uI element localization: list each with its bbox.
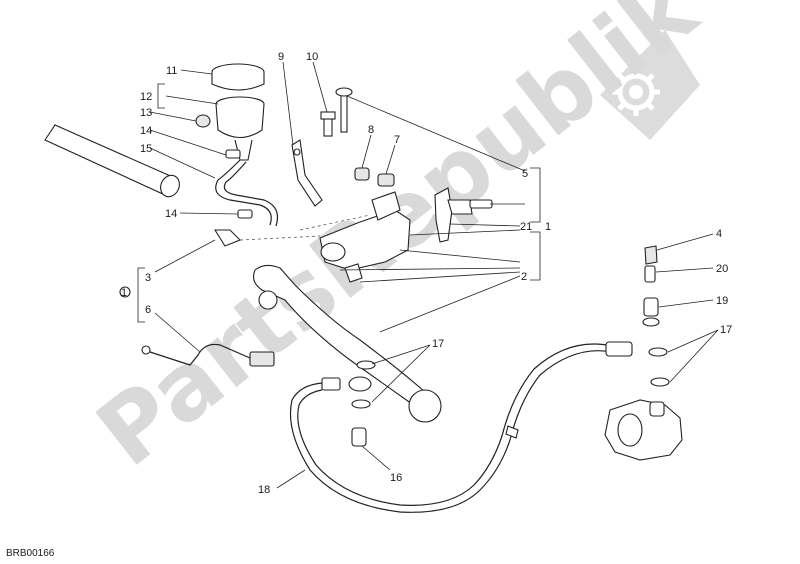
callout-1: 1 <box>545 221 551 233</box>
banjo-washer-upper <box>356 360 376 370</box>
callout-12: 12 <box>140 91 152 103</box>
callout-labels: 11 12 13 14 15 14 9 10 8 7 5 21 1 3 6 2 … <box>121 51 732 496</box>
bleed-cap <box>644 245 658 265</box>
handlebar <box>44 124 180 198</box>
callout-9: 9 <box>278 51 284 63</box>
clutch-switch <box>141 343 275 367</box>
callout-8: 8 <box>368 124 374 136</box>
callout-10: 10 <box>306 51 318 63</box>
spacer-washer <box>354 167 370 181</box>
gear-icon <box>612 68 660 116</box>
reservoir-hose <box>215 159 279 227</box>
slave-washers <box>648 347 670 387</box>
callout-20: 20 <box>716 263 728 275</box>
reservoir-bracket <box>291 139 323 207</box>
banjo-washer-lower <box>351 399 371 409</box>
switch-symbol-label: 1 <box>121 287 127 299</box>
bleed-screw <box>644 265 656 283</box>
bracket-bolt <box>320 111 336 137</box>
hose-clamp-lower <box>237 209 253 219</box>
hose-fitting <box>214 229 241 247</box>
callout-11: 11 <box>166 65 177 77</box>
small-screw <box>377 173 395 187</box>
master-cylinder <box>319 191 411 283</box>
callout-16: 16 <box>390 472 402 484</box>
clamp-half <box>434 187 473 243</box>
hose-clamp-upper <box>225 149 241 159</box>
assembly-lines <box>239 214 371 241</box>
callout-5: 5 <box>522 168 528 180</box>
reservoir-cap <box>211 63 265 91</box>
callout-15: 15 <box>140 143 152 155</box>
switch-symbol <box>119 286 131 298</box>
clutch-hose <box>289 341 633 513</box>
callout-6: 6 <box>145 304 151 316</box>
callout-3: 3 <box>145 272 151 284</box>
banjo-bolt <box>351 427 367 447</box>
callout-2: 2 <box>521 271 527 283</box>
clutch-lever <box>253 264 442 423</box>
slave-bleed-nipple <box>642 297 660 327</box>
callout-7: 7 <box>394 134 400 146</box>
callout-17-left: 17 <box>432 338 444 350</box>
callout-21: 21 <box>520 221 532 233</box>
banjo-fitting <box>348 376 372 392</box>
rubber-grommet <box>195 114 211 128</box>
callout-17-right: 17 <box>720 324 732 336</box>
callout-13: 13 <box>140 107 152 119</box>
callout-14-upper: 14 <box>140 125 152 137</box>
watermark-logo <box>600 30 700 140</box>
callout-4: 4 <box>716 228 722 240</box>
leader-lines <box>137 61 719 489</box>
slave-cylinder <box>604 399 683 461</box>
callout-18: 18 <box>258 484 270 496</box>
lever-pivot-pin <box>335 87 353 133</box>
callout-14-lower: 14 <box>165 208 177 220</box>
callout-19: 19 <box>716 295 728 307</box>
diagram-code: BRB00166 <box>6 548 55 559</box>
clamp-bolt <box>469 199 493 209</box>
